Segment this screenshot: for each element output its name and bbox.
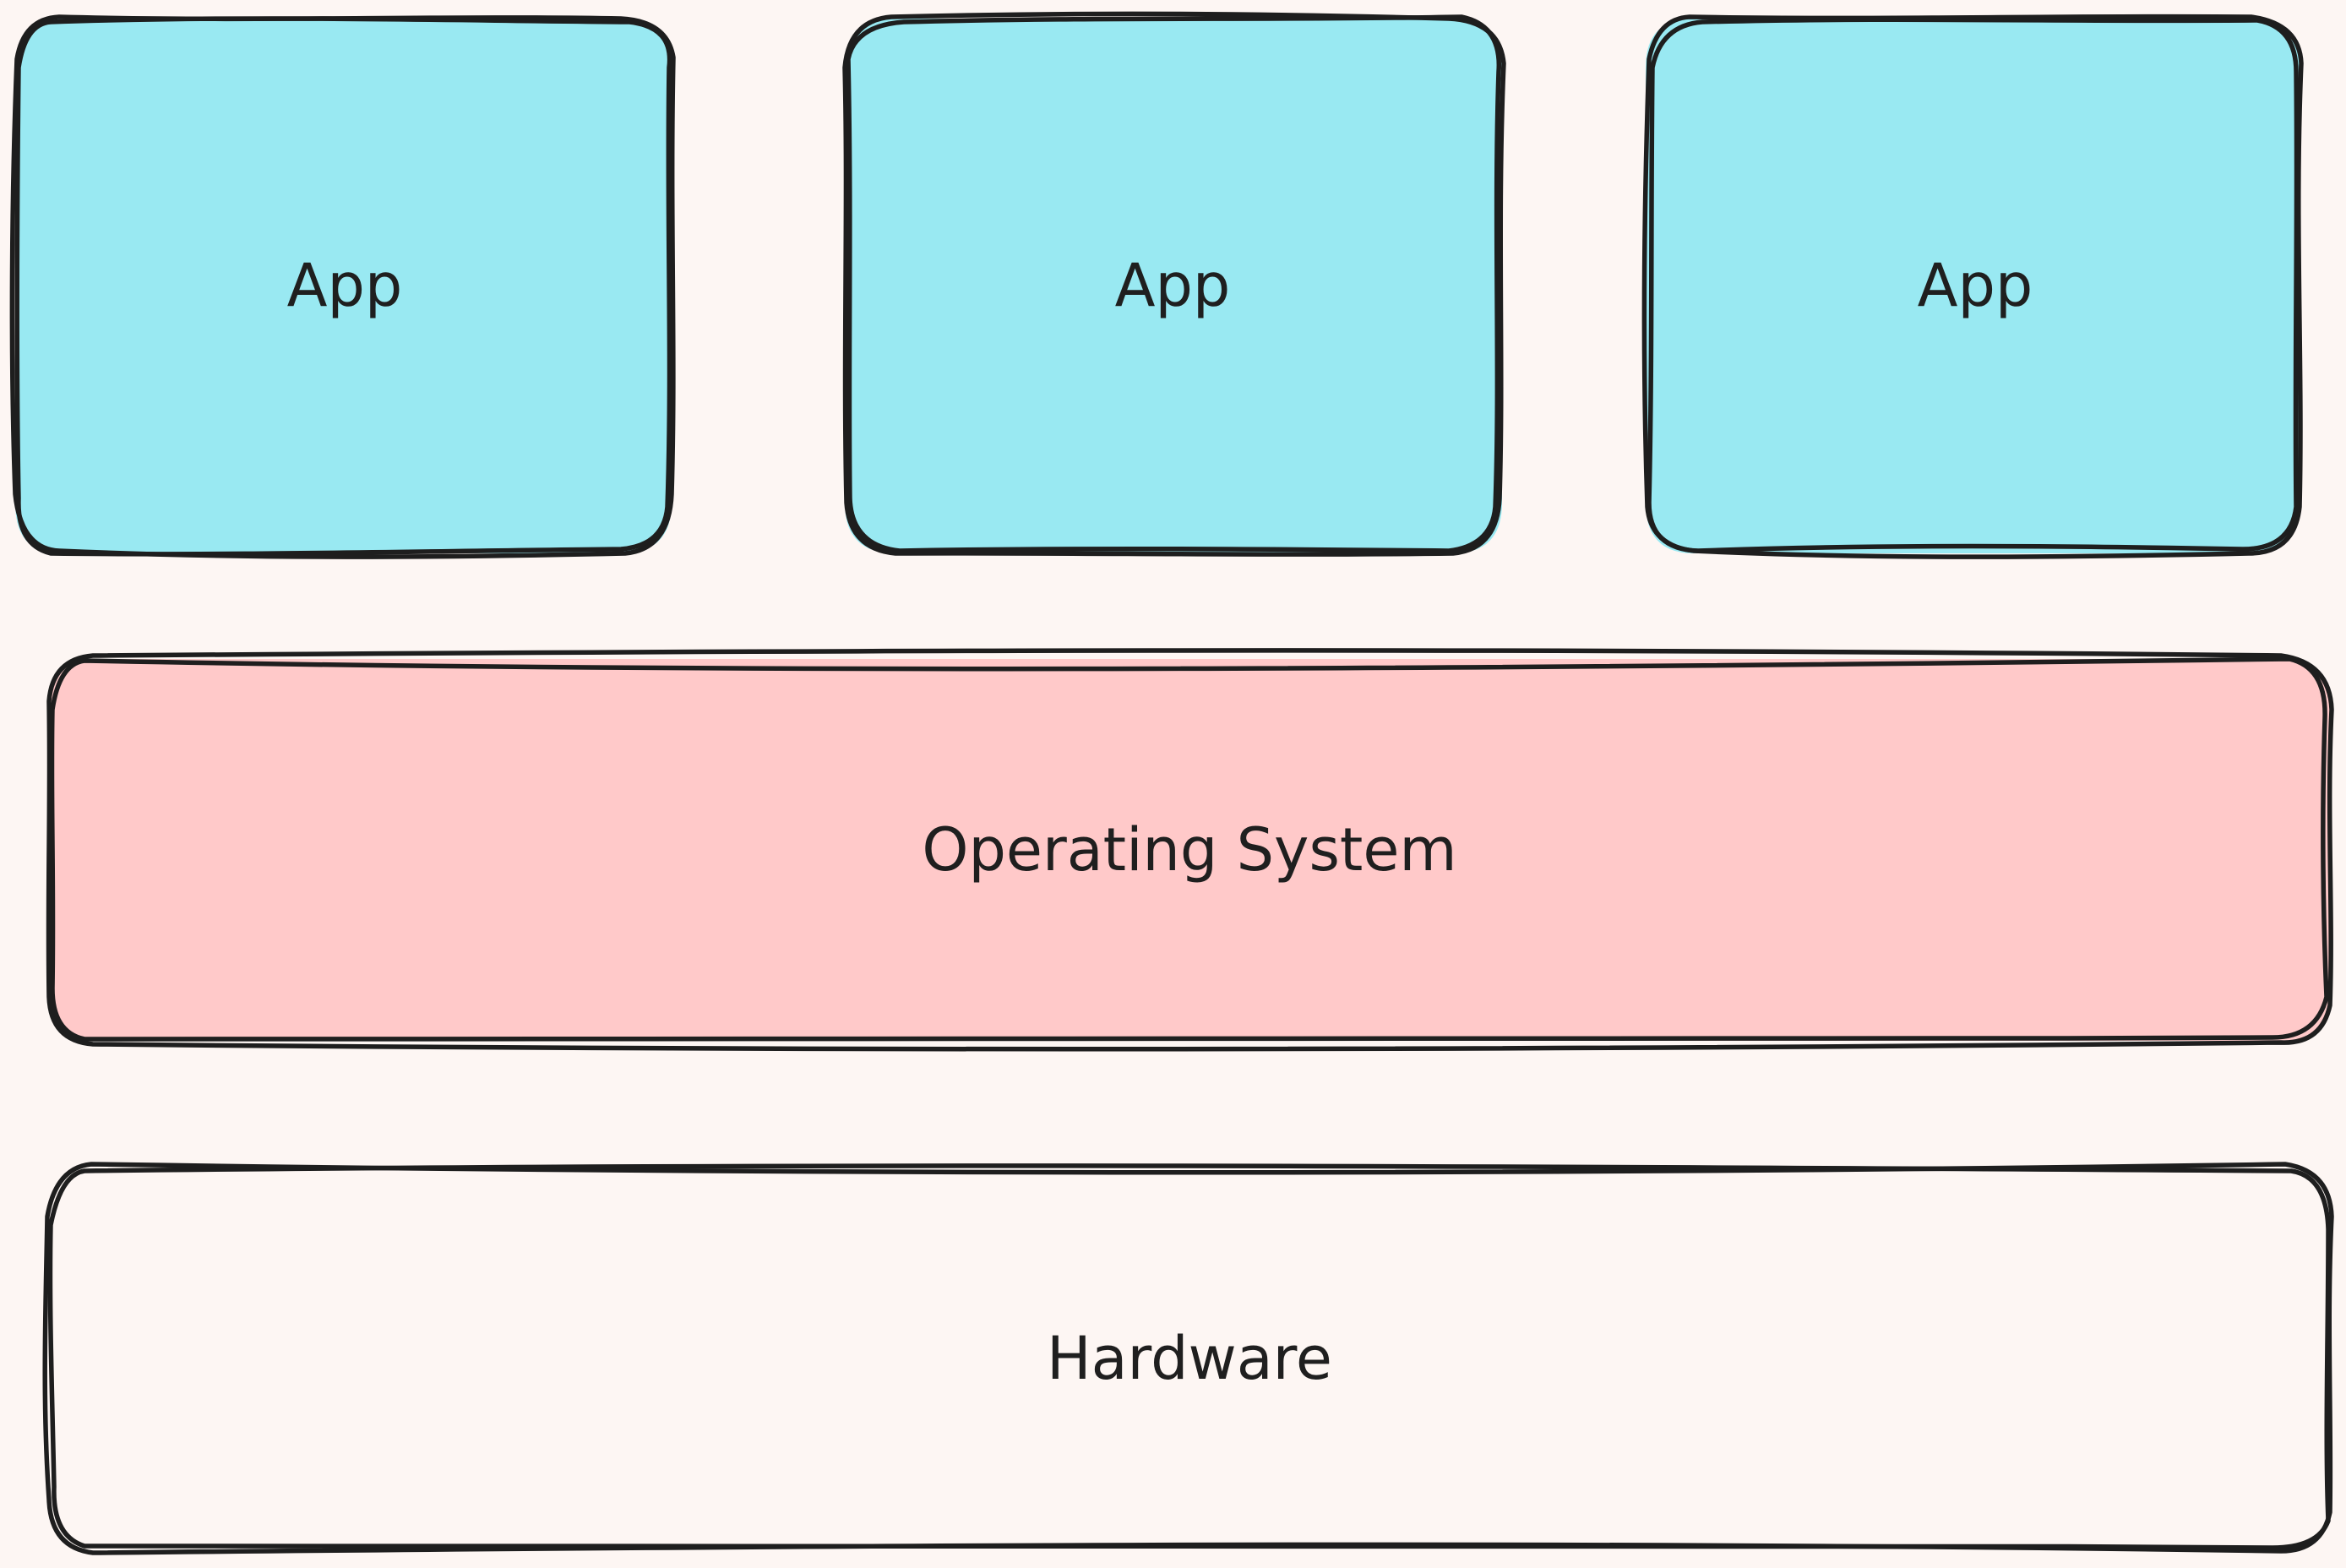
app-box-3-label: App <box>1918 251 2033 320</box>
hardware-box-outline-a <box>42 1162 2334 1555</box>
app-box-3-fill <box>1646 19 2300 553</box>
hardware-label: Hardware <box>1047 1324 1332 1393</box>
app-box-3-outline-b <box>1647 17 2300 553</box>
operating-system-label: Operating System <box>922 815 1456 885</box>
hardware-box-fill <box>49 1168 2332 1550</box>
operating-system-box-fill <box>49 659 2330 1041</box>
app-box-2-fill <box>845 19 1502 553</box>
app-box-3: App <box>1641 14 2304 559</box>
app-box-1-outline-a <box>9 14 676 559</box>
hardware-box: Hardware <box>42 1162 2334 1555</box>
operating-system-box-outline-b <box>49 656 2329 1043</box>
app-box-1-label: App <box>287 251 403 320</box>
operating-system-box-outline-a <box>46 648 2334 1052</box>
app-box-2-outline-b <box>846 14 1502 553</box>
operating-system-box: Operating System <box>46 648 2334 1052</box>
app-box-3-outline-a <box>1641 14 2304 559</box>
hardware-box-outline-b <box>47 1163 2331 1550</box>
app-box-2-label: App <box>1115 251 1231 320</box>
app-box-2: App <box>842 11 1506 557</box>
app-box-1-outline-b <box>14 16 672 557</box>
app-box-1: App <box>9 14 676 559</box>
app-box-1-fill <box>15 19 672 553</box>
